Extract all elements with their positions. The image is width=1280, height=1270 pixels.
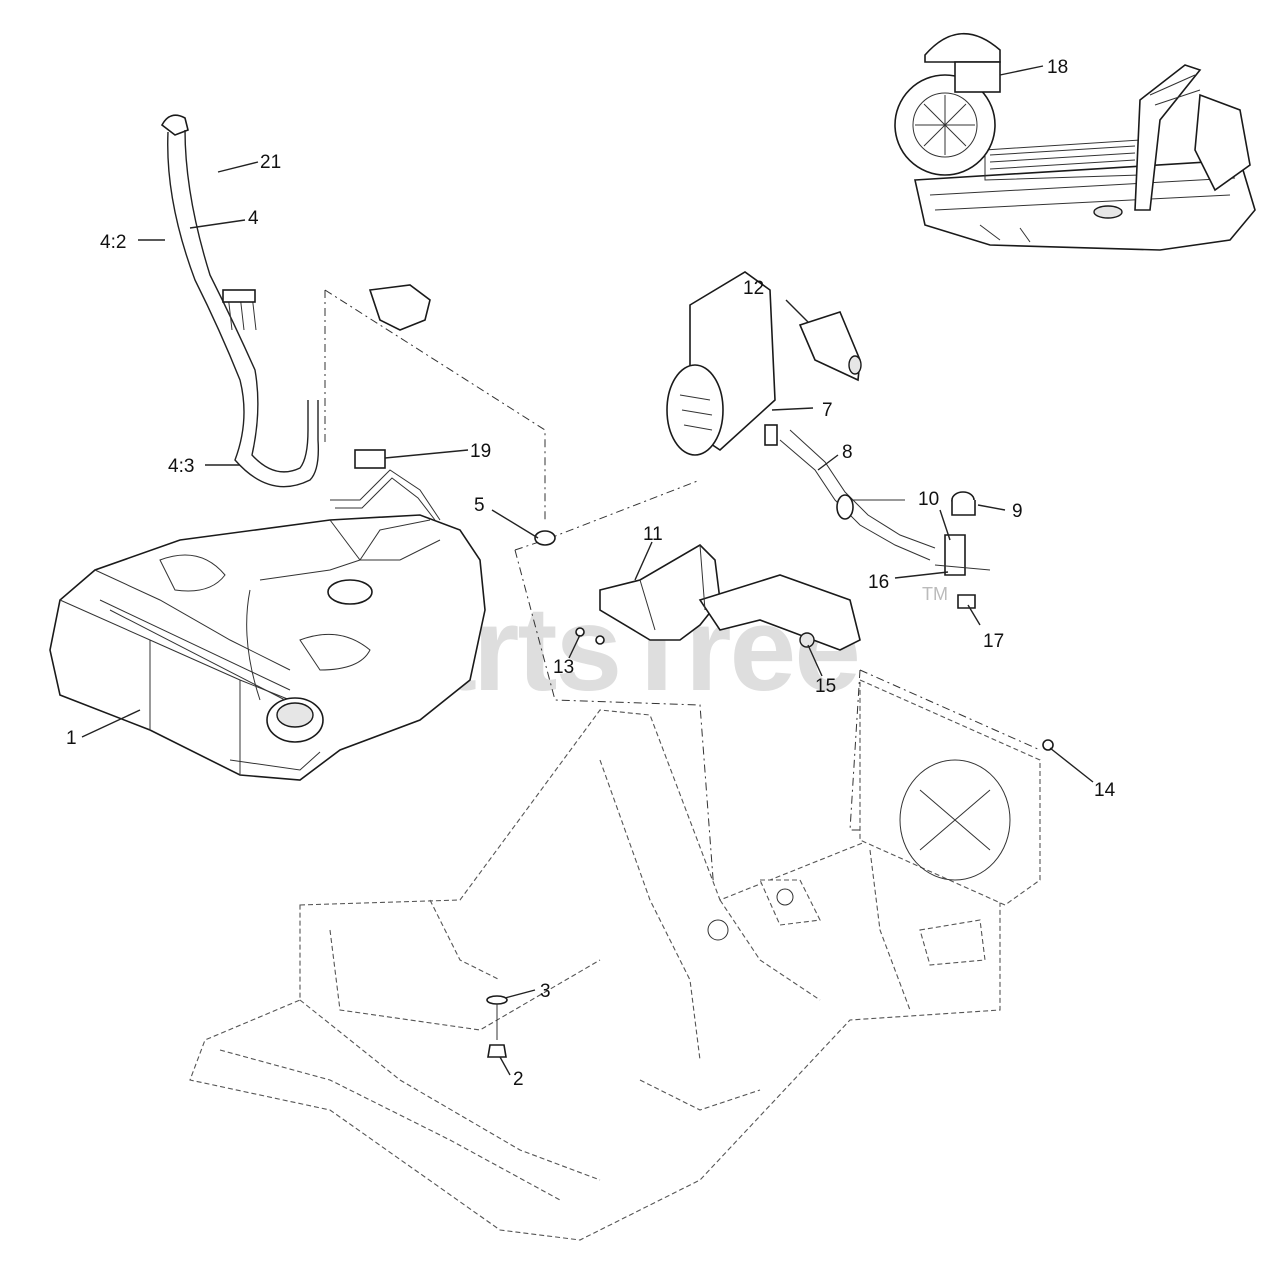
- callout-13: 13: [553, 657, 574, 678]
- vent-hoses: [330, 284, 441, 521]
- callout-16: 16: [868, 572, 889, 593]
- callout-15: 15: [815, 676, 836, 697]
- callout-4-2: 4:2: [100, 232, 126, 253]
- callout-8: 8: [842, 442, 853, 463]
- callout-7: 7: [822, 400, 833, 421]
- charcoal-canister: [666, 271, 778, 456]
- fitting-part-17: [957, 594, 976, 609]
- engine-illustration: [894, 32, 1256, 251]
- fuel-tank: [49, 514, 486, 781]
- filler-tube: [160, 114, 320, 488]
- callout-18: 18: [1047, 57, 1068, 78]
- callout-4-3: 4:3: [168, 456, 194, 477]
- callout-14: 14: [1094, 780, 1116, 801]
- clamp-part-5: [534, 530, 556, 546]
- callout-labels: 1 2 3 4 4:2 4:3 5 7 8 9 10 11 12 13 14 1…: [66, 57, 1116, 1090]
- leader-lines: [81, 65, 1094, 1076]
- vent-hose-part-8: [779, 429, 936, 561]
- callout-19: 19: [470, 441, 491, 462]
- callout-5: 5: [474, 495, 485, 516]
- rear-panel: [859, 679, 1054, 906]
- mower-frame: [189, 709, 1001, 1241]
- callout-12: 12: [743, 278, 764, 299]
- callout-9: 9: [1012, 501, 1023, 522]
- bracket-part-11: [575, 543, 861, 651]
- tee-part-10: [934, 534, 991, 576]
- callout-11: 11: [643, 524, 663, 545]
- valve-part-9: [951, 491, 976, 516]
- callout-1: 1: [66, 728, 77, 749]
- callout-2: 2: [513, 1069, 524, 1090]
- fastener-part-3: [486, 995, 508, 1040]
- watermark-trademark: TM: [922, 584, 948, 604]
- callout-21: 21: [260, 152, 281, 173]
- callout-3: 3: [540, 981, 551, 1002]
- callout-4: 4: [248, 208, 259, 229]
- callout-17: 17: [983, 631, 1004, 652]
- callout-10: 10: [918, 489, 939, 510]
- strap-part-12: [798, 311, 862, 382]
- fastener-part-2: [487, 1044, 507, 1058]
